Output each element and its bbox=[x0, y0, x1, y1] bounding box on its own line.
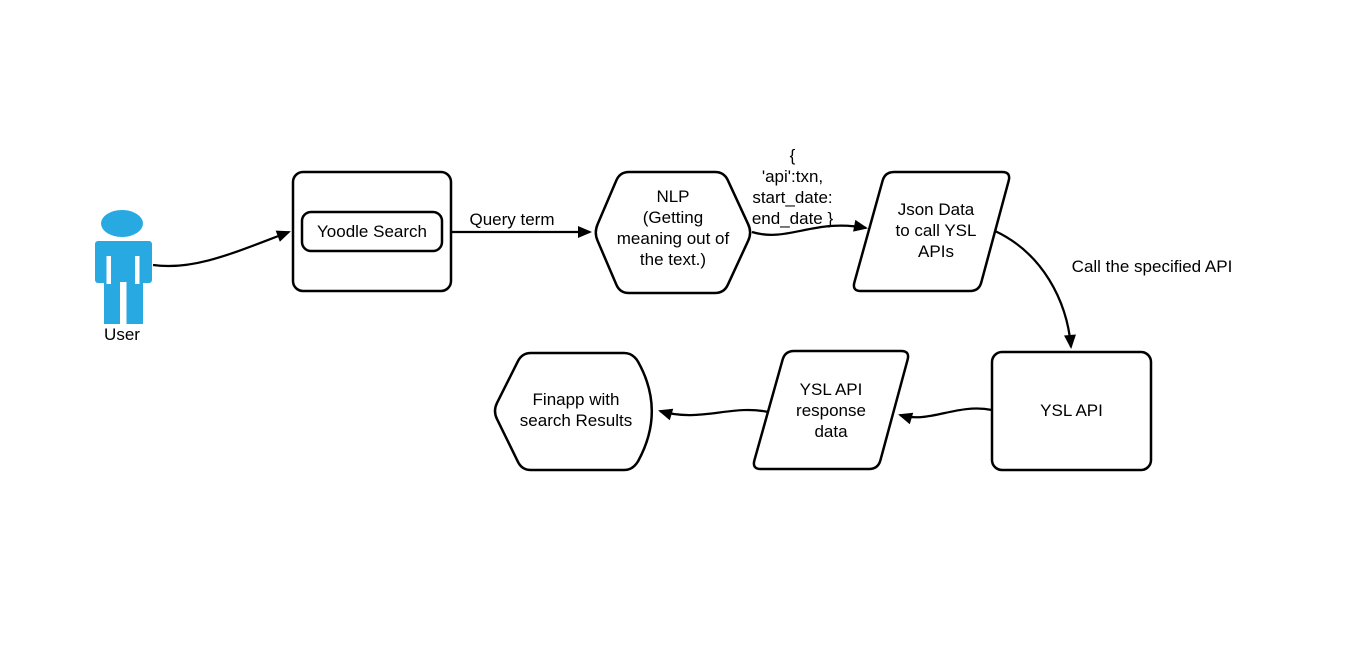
node-jsondata-parallelogram bbox=[852, 170, 1011, 293]
yoodle-search-label: Yoodle Search bbox=[317, 222, 427, 241]
json-data-label: Json Data to call YSL APIs bbox=[895, 200, 977, 261]
ysl-response-label: YSL API response data bbox=[796, 380, 866, 441]
edge-response-to-finapp bbox=[658, 408, 769, 421]
node-yoodle-inner bbox=[300, 210, 444, 253]
nlp-label: NLP (Getting meaning out of the text.) bbox=[616, 187, 730, 269]
user-label: User bbox=[104, 325, 140, 344]
api-payload-edge-label: { 'api':txn, start_date: end_date } bbox=[751, 146, 834, 228]
node-finapp-display bbox=[493, 351, 653, 472]
node-response-parallelogram bbox=[752, 349, 910, 471]
edge-jsondata-to-yslapi bbox=[994, 229, 1076, 349]
finapp-label: Finapp with search Results bbox=[519, 390, 633, 430]
edge-user-to-yoodle bbox=[152, 230, 291, 268]
edge-nlp-to-jsondata bbox=[751, 219, 868, 236]
user-person-icon bbox=[95, 210, 152, 325]
edge-yslapi-to-response bbox=[898, 407, 993, 425]
node-yslapi-rectangle bbox=[990, 350, 1153, 472]
ysl-api-label: YSL API bbox=[1040, 401, 1103, 420]
call-api-edge-label: Call the specified API bbox=[1071, 257, 1233, 276]
node-nlp-hexagon bbox=[594, 170, 752, 295]
query-term-edge-label: Query term bbox=[469, 210, 555, 229]
